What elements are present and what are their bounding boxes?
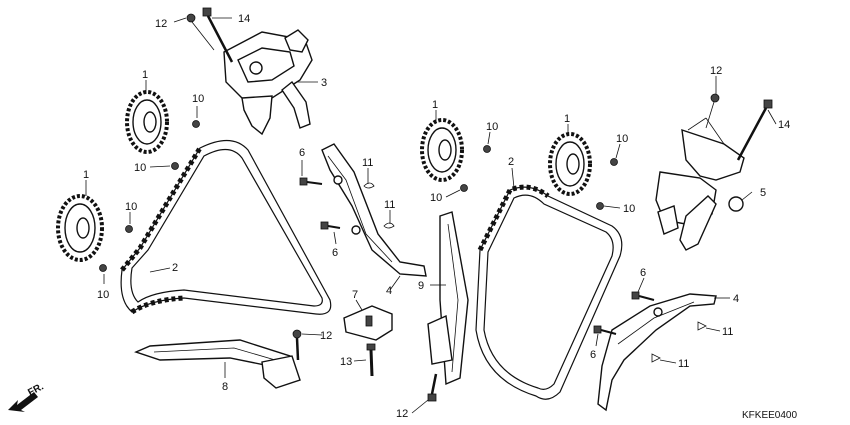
cam-sprocket-left-lower: [56, 194, 104, 262]
callout-12-right: 12: [710, 65, 722, 77]
cam-chain-right: [475, 186, 623, 400]
callout-14-top-left: 14: [238, 13, 250, 25]
callout-6-c: 6: [640, 267, 646, 279]
callout-6-d: 6: [590, 349, 596, 361]
callout-12-guide: 12: [320, 330, 332, 342]
cam-sprocket-right-left: [420, 118, 464, 182]
cam-chain-tensioner-arm-right: [597, 293, 717, 412]
cam-chain-right-inner: [483, 194, 614, 390]
callout-1-right-right: 1: [564, 113, 570, 125]
callout-14-right: 14: [778, 119, 790, 131]
bolt-14-right: [736, 99, 773, 161]
callout-1-right-left: 1: [432, 99, 438, 111]
callout-5: 5: [760, 187, 766, 199]
callout-9: 9: [418, 280, 424, 292]
callout-10-c: 10: [125, 201, 137, 213]
callout-2-right: 2: [508, 156, 514, 168]
bolt-12-right: [705, 93, 720, 129]
bolt-14-top-left: [202, 7, 234, 63]
cam-chain-tensioner-lifter-front: [223, 29, 313, 136]
callout-11-d: 11: [678, 358, 689, 370]
cam-chain-tensioner-arm-left: [321, 143, 427, 277]
front-direction-arrow: FR.: [8, 381, 46, 412]
cam-chain-right-links: [477, 184, 550, 252]
callout-2-left: 2: [172, 262, 178, 274]
cam-chain-tensioner-lifter-rear: [655, 128, 745, 251]
bolt-12-center: [427, 373, 438, 402]
callout-1-left-upper: 1: [142, 69, 148, 81]
callout-4-left: 4: [386, 285, 392, 297]
callout-11-a: 11: [362, 157, 373, 169]
callout-11-b: 11: [384, 199, 395, 211]
bolt-12-top-left: [186, 13, 215, 51]
bolts-6-left: [299, 177, 341, 230]
diagram-code: KFKEE0400: [742, 410, 797, 421]
callout-13: 13: [340, 356, 352, 368]
cam-chain-left: [120, 139, 332, 315]
clips-11-left: [363, 182, 395, 229]
callout-7: 7: [352, 289, 358, 301]
callout-6-b: 6: [332, 247, 338, 259]
sprocket-bolts-10-right: [460, 145, 618, 210]
callout-10-a: 10: [192, 93, 204, 105]
front-label: FR.: [26, 381, 46, 398]
callout-10-f: 10: [430, 192, 442, 204]
clips-11-right: [651, 321, 707, 363]
cam-chain-guide-bottom: [134, 339, 301, 389]
callout-10-b: 10: [134, 162, 146, 174]
bolts-6-right: [593, 291, 655, 335]
callout-4-right: 4: [733, 293, 739, 305]
cam-chain-left-links-bottom: [130, 295, 185, 315]
cam-chain-left-inner: [130, 148, 323, 307]
callout-10-d: 10: [97, 289, 109, 301]
bolt-12-guide: [292, 329, 302, 361]
callout-10-h: 10: [623, 203, 635, 215]
sprocket-bolts-10-left: [99, 120, 200, 272]
callout-12-top-left: 12: [155, 18, 167, 30]
leader-lines: [85, 17, 777, 414]
cam-sprocket-right-right: [548, 132, 592, 196]
callout-11-c: 11: [722, 326, 733, 338]
cam-chain-left-links: [120, 146, 203, 272]
callout-12-center: 12: [396, 408, 408, 420]
callout-1-left-lower: 1: [83, 169, 89, 181]
callout-8: 8: [222, 381, 228, 393]
cam-chain-guide-center: [427, 211, 469, 386]
callout-3: 3: [321, 77, 327, 89]
guide-bracket-7: [343, 305, 393, 341]
callout-10-e: 10: [486, 121, 498, 133]
cam-sprocket-left-upper: [125, 90, 169, 154]
callout-10-g: 10: [616, 133, 628, 145]
callout-6-a: 6: [299, 147, 305, 159]
bolt-13: [366, 343, 376, 377]
